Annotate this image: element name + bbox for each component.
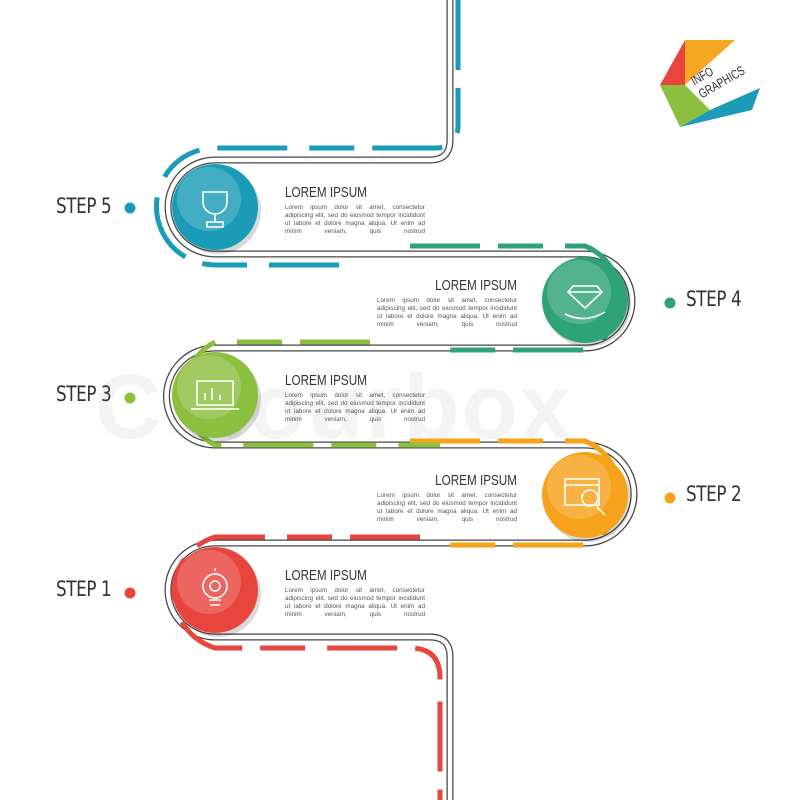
step-5-dot	[124, 202, 136, 214]
diamond-hand-icon	[564, 285, 606, 320]
step-2-circle	[542, 452, 631, 542]
step-1-circle	[172, 547, 261, 637]
step-3-label: STEP 3	[56, 382, 112, 406]
step-4-text-block: LOREM IPSUM Lorem ipsum dolor sit amet, c…	[377, 277, 517, 329]
lightbulb-gear-icon	[202, 568, 228, 606]
step-3-text-block: LOREM IPSUM Lorem ipsum dolor sit amet, c…	[285, 372, 425, 424]
step-title: LOREM IPSUM	[435, 277, 517, 294]
browser-search-icon	[564, 478, 606, 516]
step-2-dot	[664, 492, 676, 504]
step-4-circle	[542, 257, 631, 347]
lane-step-5	[154, 0, 461, 268]
step-title: LOREM IPSUM	[285, 184, 367, 201]
step-5-label: STEP 5	[56, 194, 112, 218]
step-description: Lorem ipsum dolor sit amet, consectetur …	[285, 392, 425, 423]
step-4-dot	[664, 297, 676, 309]
step-2-text-block: LOREM IPSUM Lorem ipsum dolor sit amet, c…	[377, 472, 517, 524]
step-3-circle	[172, 352, 261, 442]
step-4-label: STEP 4	[686, 287, 742, 311]
step-3-dot	[124, 392, 136, 404]
step-title: LOREM IPSUM	[285, 372, 367, 389]
lane-step-1	[171, 534, 443, 800]
step-title: LOREM IPSUM	[435, 472, 517, 489]
step-description: Lorem ipsum dolor sit amet, consectetur …	[377, 297, 517, 328]
step-title: LOREM IPSUM	[285, 567, 367, 584]
step-description: Lorem ipsum dolor sit amet, consectetur …	[377, 492, 517, 523]
step-1-text-block: LOREM IPSUM Lorem ipsum dolor sit amet, c…	[285, 567, 425, 619]
trophy-icon	[202, 191, 228, 228]
step-1-label: STEP 1	[56, 577, 112, 601]
step-1-dot	[124, 587, 136, 599]
laptop-chart-icon	[191, 380, 239, 410]
lane-step-2	[410, 438, 623, 548]
lane-step-4	[410, 243, 623, 353]
step-description: Lorem ipsum dolor sit amet, consectetur …	[285, 204, 425, 235]
step-5-circle	[172, 164, 261, 254]
step-5-text-block: LOREM IPSUM Lorem ipsum dolor sit amet, c…	[285, 184, 425, 236]
step-2-label: STEP 2	[686, 482, 742, 506]
road	[164, 0, 637, 800]
step-description: Lorem ipsum dolor sit amet, consectetur …	[285, 587, 425, 618]
